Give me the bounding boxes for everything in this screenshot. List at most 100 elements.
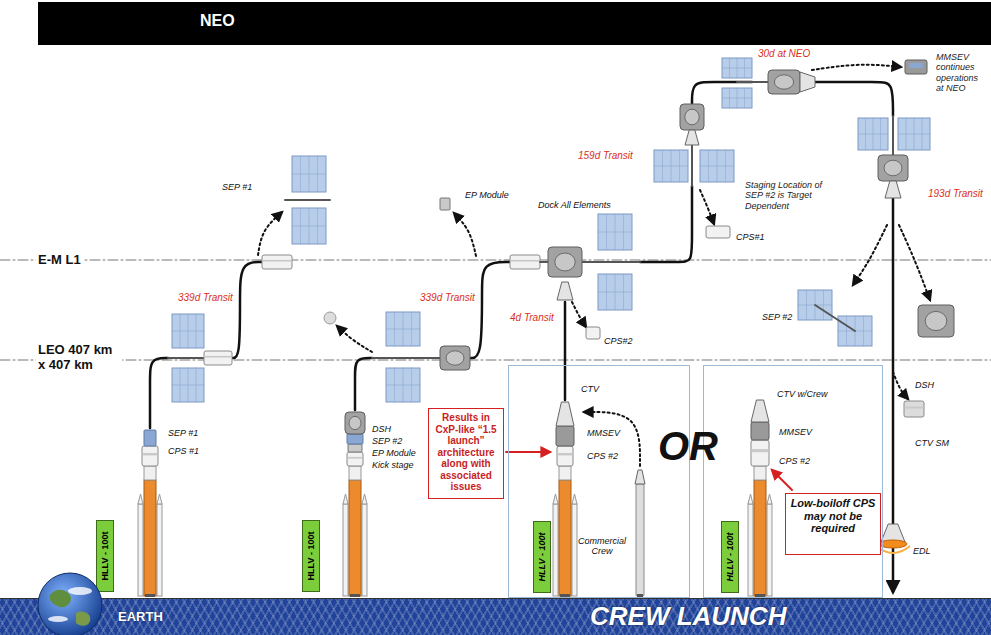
solar-panel [654,150,688,182]
dotted-arrow [258,212,282,255]
panel-grid [722,68,752,69]
habitat-ring [774,75,793,89]
crew-launch-option-box: CTV w/CrewMMSEVCPS #2Low-boiloff CPS may… [703,365,883,598]
upper-stage [144,466,156,480]
panel-grid [722,98,752,99]
booster-nose [138,494,143,504]
dotted-arrow [853,225,887,285]
earth-band: EARTHCREW LAUNCH [0,598,991,635]
crew-launch-option-box-text: MMSEV [587,428,620,438]
stage-cylinder [262,255,292,269]
panel-grid [386,329,420,330]
element-name: EP Module [372,448,416,458]
stage-band [511,260,540,262]
trajectory [564,302,567,400]
element-name: SEP #2 [372,436,402,446]
truss [691,145,693,186]
booster-nose [767,494,772,504]
solar-panel [722,88,752,108]
truss [285,199,330,201]
habitat-module [548,247,582,277]
crew-launch-option-box: CTVMMSEVCPS #2Commercial CrewHLLV - 100t [508,365,690,598]
stay-time: 30d at NEO [758,48,810,60]
panel-grid [598,292,632,293]
element-name: CTV SM [915,438,949,448]
solar-panel [386,312,420,346]
panel-grid [292,174,326,175]
solar-panel [700,150,734,182]
core-stage [559,480,571,596]
transit-time: 339d Transit [178,292,233,304]
level-line [0,360,991,361]
engine [755,594,765,597]
vehicle-tag-text: HLLV - 100t [100,532,110,581]
stage-band [558,453,573,455]
upper-stage [754,466,766,480]
core-stage [349,480,361,596]
habitat-ring [884,160,902,176]
callout-box: Low-boiloff CPS may not be required [785,493,881,555]
trajectory [355,358,372,410]
crew-launch-option-box-text: CPS #2 [779,456,810,466]
panel-grid [172,385,204,386]
element-name: EP Module [465,190,509,200]
crew-capsule [751,400,769,422]
vehicle-tag: HLLV - 100t [721,521,739,593]
habitat-ring [446,351,464,365]
stage-band [263,260,292,262]
habitat-module [918,305,954,337]
core-stage [144,480,156,596]
habitat-module [345,412,365,434]
dotted-arrow [454,213,476,256]
booster-nose [748,494,753,504]
trajectory [815,82,893,116]
solar-panel [386,368,420,402]
entry-glow [876,546,910,553]
stowed-sep [144,430,156,446]
mmsev [905,60,927,74]
operations-note: MMSEV continues operations at NEO [936,52,986,93]
element-name: CPS #1 [168,446,199,456]
panel-grid [898,134,930,135]
stage-cylinder [751,440,769,466]
panel-grid [598,232,632,233]
panel-grid [700,166,734,167]
staging-note: Staging Location of SEP #2 is Target Dep… [745,180,840,211]
stage-cylinder [904,401,924,417]
engine [637,594,643,597]
neo-band-text: NEO [200,12,235,30]
upper-stage [559,466,571,480]
solid-booster [572,504,577,596]
stage-cylinder [347,452,363,466]
vehicle-tag: HLLV - 100t [533,521,551,593]
crew-capsule [881,524,905,542]
solid-booster [157,504,162,596]
habitat-ring [685,109,699,125]
transit-time: 193d Transit [928,188,983,200]
globe-cloud [48,616,68,622]
panel-grid [654,166,688,167]
trajectory [640,186,692,262]
event-note: Dock All Elements [538,200,611,210]
panel-grid [172,331,204,332]
heat-shield [879,540,907,548]
crew-capsule [685,130,699,145]
vehicle-tag-text: HLLV - 100t [306,532,316,581]
element-name: SEP #1 [222,182,252,192]
stage-cylinder [557,446,573,466]
callout-box-text: Results in CxP-like “1.5 launch” archite… [433,412,499,493]
element-name: SEP #2 [762,312,792,322]
element-name: CPS#2 [604,336,633,346]
kick-stage-balloon [324,312,336,324]
stage-band [348,457,363,459]
stage-cylinder [510,255,540,269]
panel-grid [858,134,888,135]
upper-stage [349,466,361,480]
habitat-ring [349,416,361,429]
solar-panel [292,156,326,192]
crew-launch-option-box-text: Commercial Crew [577,536,627,557]
stage-band [205,356,232,358]
element-name: SEP #1 [168,428,198,438]
crew-launch-option-box-text: CTV w/Crew [777,389,828,399]
dotted-arrow [572,302,586,327]
